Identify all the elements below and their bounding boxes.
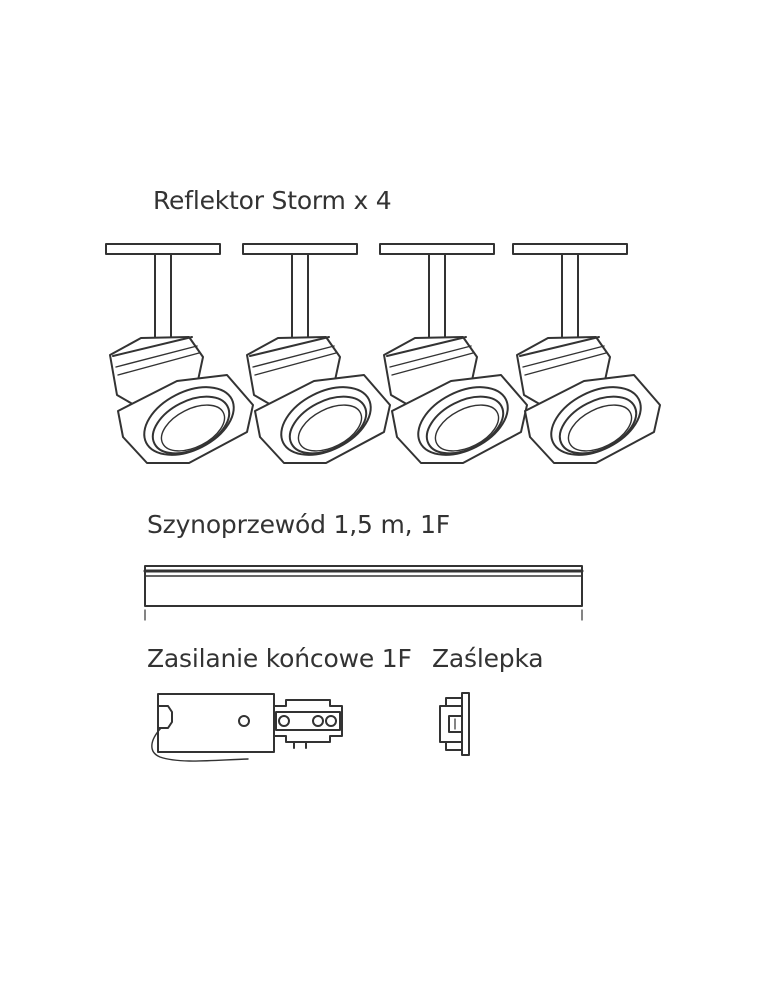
spotlight-4 [512,243,661,470]
track-label: Szynoprzewód 1,5 m, 1F [147,510,450,539]
end-feed-connector-icon [151,693,343,762]
track-rail-icon [143,565,584,621]
spotlight-3 [379,243,528,470]
end-cap-label: Zaślepka [432,644,544,673]
end-feed-label: Zasilanie końcowe 1F [147,644,412,673]
end-cap-icon [439,692,470,756]
spotlight-1 [105,243,254,470]
spotlight-2 [242,243,391,470]
spotlights-label: Reflektor Storm x 4 [153,186,392,215]
